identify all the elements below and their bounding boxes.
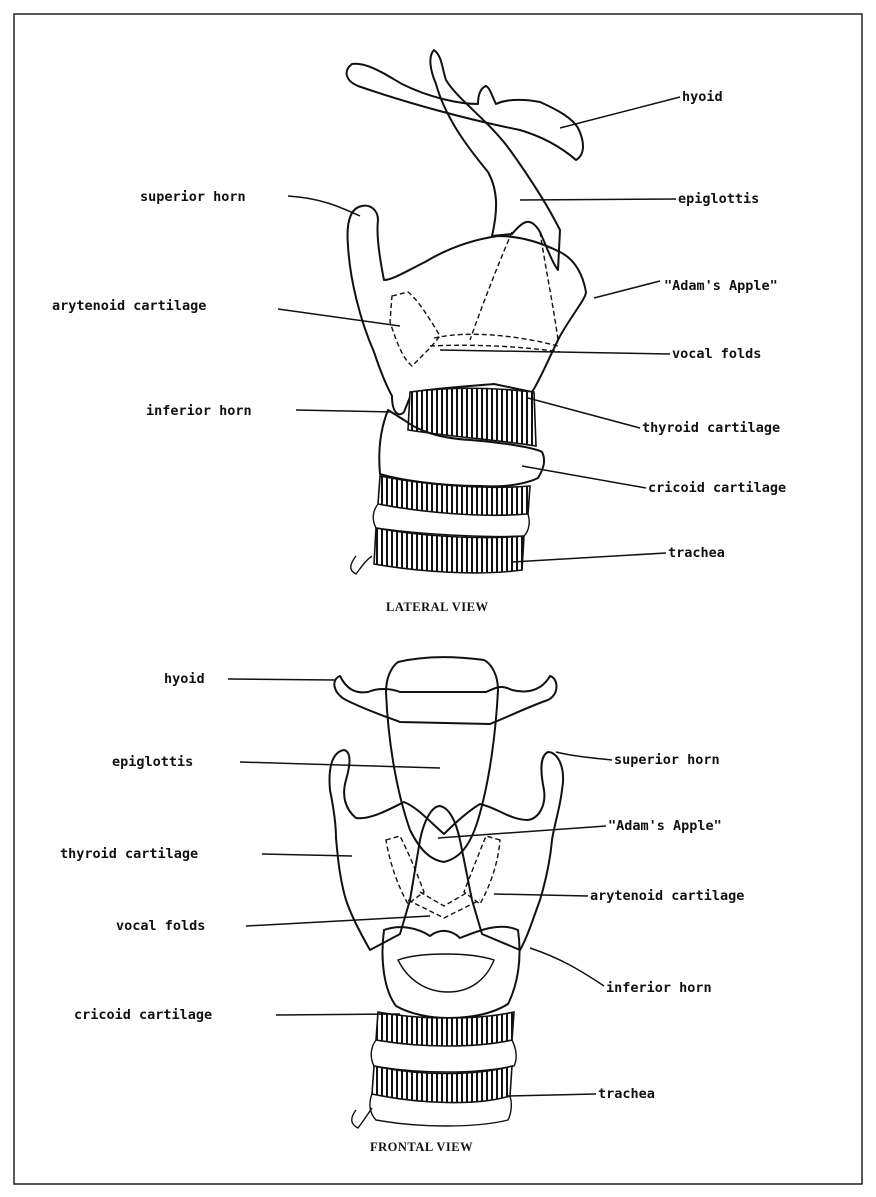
frontal-label-inferior-horn: inferior horn (606, 980, 712, 996)
frontal-label-adams-apple: "Adam's Apple" (608, 818, 722, 834)
frontal-label-trachea: trachea (598, 1086, 655, 1102)
frontal-label-epiglottis: epiglottis (112, 754, 193, 770)
frontal-label-thyroid: thyroid cartilage (60, 846, 198, 862)
lateral-label-epiglottis: epiglottis (678, 191, 759, 207)
lateral-label-thyroid: thyroid cartilage (642, 420, 780, 436)
frontal-caption: FRONTAL VIEW (370, 1140, 473, 1154)
lateral-label-hyoid: hyoid (682, 89, 723, 105)
lateral-label-trachea: trachea (668, 545, 725, 561)
lateral-label-inferior-horn: inferior horn (146, 403, 252, 419)
lateral-thyroid-shape (348, 206, 586, 415)
lateral-view: hyoid epiglottis superior horn "Adam's A… (52, 50, 786, 614)
lateral-label-superior-horn: superior horn (140, 189, 246, 205)
frontal-label-cricoid: cricoid cartilage (74, 1007, 212, 1023)
frontal-label-arytenoid: arytenoid cartilage (590, 888, 744, 904)
lateral-vocal-folds-shape (430, 334, 560, 352)
lateral-arytenoid-shape (390, 292, 440, 366)
lateral-label-adams-apple: "Adam's Apple" (664, 278, 778, 294)
lateral-hyoid-shape (347, 64, 583, 160)
frontal-view: hyoid epiglottis superior horn "Adam's A… (60, 657, 744, 1154)
lateral-label-arytenoid: arytenoid cartilage (52, 298, 206, 314)
frontal-hyoid-shape (334, 676, 556, 724)
lateral-caption: LATERAL VIEW (386, 600, 488, 614)
lateral-label-vocal-folds: vocal folds (672, 346, 761, 362)
lateral-membrane-band-1 (408, 388, 536, 446)
frontal-label-hyoid: hyoid (164, 671, 205, 687)
lateral-trachea-ring-1 (378, 476, 530, 515)
frontal-label-vocal-folds: vocal folds (116, 918, 205, 934)
frontal-label-superior-horn: superior horn (614, 752, 720, 768)
lateral-label-cricoid: cricoid cartilage (648, 480, 786, 496)
